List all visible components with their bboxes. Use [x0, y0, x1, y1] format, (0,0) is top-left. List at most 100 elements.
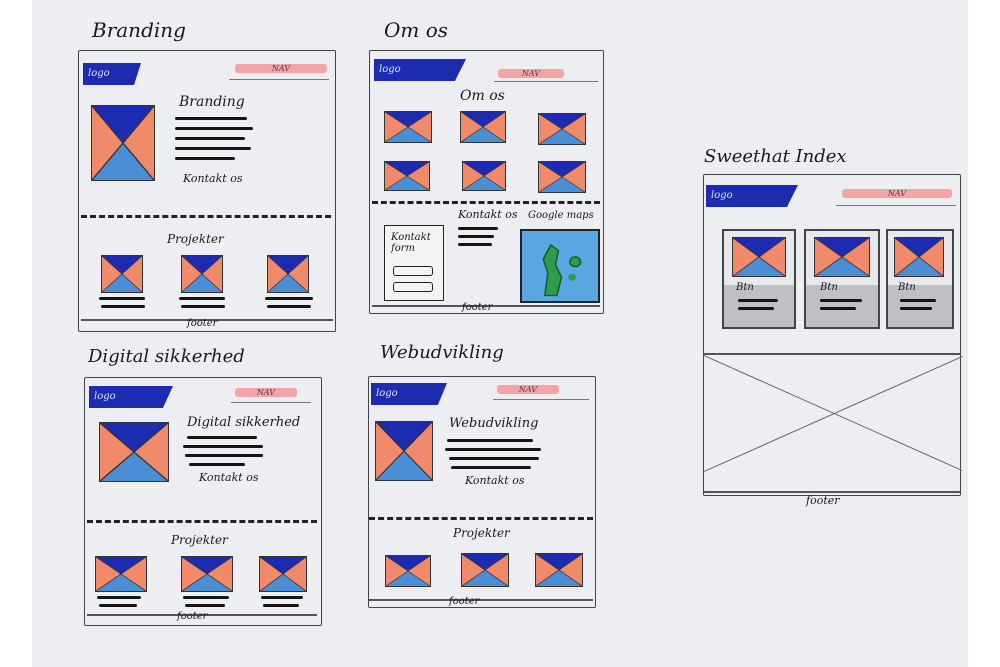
nav-bar: NAV	[235, 64, 327, 73]
project-image	[267, 255, 309, 293]
image-placeholder-icon	[102, 256, 142, 292]
logo: logo	[83, 63, 141, 85]
contact-link[interactable]: Kontakt os	[465, 474, 525, 487]
text-line	[265, 297, 313, 300]
nav-underline	[229, 79, 329, 80]
footer-line	[372, 305, 600, 307]
text-line	[189, 463, 245, 466]
image-placeholder-icon	[182, 256, 222, 292]
wireframe-index: logo NAV Btn Btn Btn footer	[703, 174, 963, 506]
card-button[interactable]: Btn	[820, 282, 838, 293]
text-line	[175, 137, 245, 140]
text-line	[181, 305, 225, 308]
text-line	[175, 147, 251, 150]
text-line	[99, 604, 137, 607]
contact-link[interactable]: Kontakt os	[183, 172, 243, 185]
contact-form: Kontakt form	[384, 225, 444, 301]
text-line	[99, 297, 145, 300]
image-placeholder-icon	[539, 162, 585, 192]
image-placeholder-icon	[376, 422, 432, 480]
card-footer	[888, 284, 952, 327]
text-line	[97, 596, 141, 599]
page-title: Om os	[460, 88, 505, 104]
wireframe-web: logo NAV Webudvikling Kontakt os Projekt…	[368, 376, 596, 608]
project-image	[95, 556, 147, 592]
projects-heading: Projekter	[171, 533, 228, 547]
form-label: Kontakt form	[391, 232, 431, 254]
logo: logo	[374, 59, 466, 81]
image-placeholder-icon	[815, 238, 869, 276]
team-image	[538, 113, 586, 145]
card-footer	[724, 284, 794, 327]
nav-underline	[494, 81, 598, 82]
wireframe-digital: logo NAV Digital sikkerhed Kontakt os Pr…	[84, 377, 322, 626]
product-card[interactable]: Btn	[886, 229, 954, 329]
text-line	[458, 235, 494, 238]
image-placeholder-icon	[462, 554, 508, 586]
nav-underline	[231, 402, 311, 403]
contact-link[interactable]: Kontakt os	[199, 471, 259, 484]
text-line	[183, 596, 229, 599]
map-label: Google maps	[528, 210, 594, 221]
footer-label: footer	[806, 494, 840, 507]
nav-bar: NAV	[235, 388, 297, 397]
card-button[interactable]: Btn	[736, 282, 754, 293]
team-image	[384, 161, 430, 191]
sketch-heading-web: Webudvikling	[380, 342, 504, 363]
text-line	[738, 307, 774, 310]
product-card[interactable]: Btn	[804, 229, 880, 329]
product-card[interactable]: Btn	[722, 229, 796, 329]
section-divider	[372, 201, 600, 204]
project-image	[101, 255, 143, 293]
hero-image	[99, 422, 169, 482]
image-placeholder-icon	[536, 554, 582, 586]
footer-label: footer	[177, 611, 208, 622]
text-line	[458, 227, 498, 230]
section-divider	[369, 517, 593, 520]
project-image	[461, 553, 509, 587]
form-field[interactable]	[393, 266, 433, 276]
logo: logo	[706, 185, 798, 207]
page-title: Webudvikling	[449, 416, 539, 431]
text-line	[101, 305, 145, 308]
hero-image	[375, 421, 433, 481]
image-placeholder-icon	[385, 112, 431, 142]
text-line	[820, 299, 862, 302]
image-placeholder-icon	[461, 112, 505, 142]
image-placeholder-icon	[385, 162, 429, 190]
product-image	[732, 237, 786, 277]
text-line	[267, 305, 311, 308]
image-placeholder-icon	[733, 238, 785, 276]
nav-bar: NAV	[497, 385, 559, 394]
team-image	[462, 161, 506, 191]
card-footer	[806, 284, 878, 327]
project-image	[385, 555, 431, 587]
footer-label: footer	[462, 302, 493, 313]
text-line	[183, 445, 263, 448]
section-divider	[704, 353, 960, 355]
nav-underline	[493, 399, 589, 400]
text-line	[447, 439, 533, 442]
projects-heading: Projekter	[167, 232, 224, 246]
text-line	[175, 157, 235, 160]
team-image	[460, 111, 506, 143]
text-line	[820, 307, 856, 310]
project-image	[535, 553, 583, 587]
text-line	[175, 127, 253, 130]
footer-line	[87, 614, 317, 616]
nav-underline	[836, 205, 956, 206]
card-button[interactable]: Btn	[898, 282, 916, 293]
text-line	[175, 117, 247, 120]
sketch-heading-index: Sweethat Index	[704, 146, 847, 167]
sketch-heading-digital: Digital sikkerhed	[88, 346, 245, 367]
form-field[interactable]	[393, 282, 433, 292]
image-placeholder-icon	[96, 557, 146, 591]
contact-heading: Kontakt os	[458, 208, 518, 221]
product-image	[894, 237, 944, 277]
google-map[interactable]	[520, 229, 600, 303]
product-image	[814, 237, 870, 277]
text-line	[187, 436, 257, 439]
footer-line	[81, 319, 333, 321]
map-icon	[542, 243, 582, 297]
text-line	[185, 454, 263, 457]
